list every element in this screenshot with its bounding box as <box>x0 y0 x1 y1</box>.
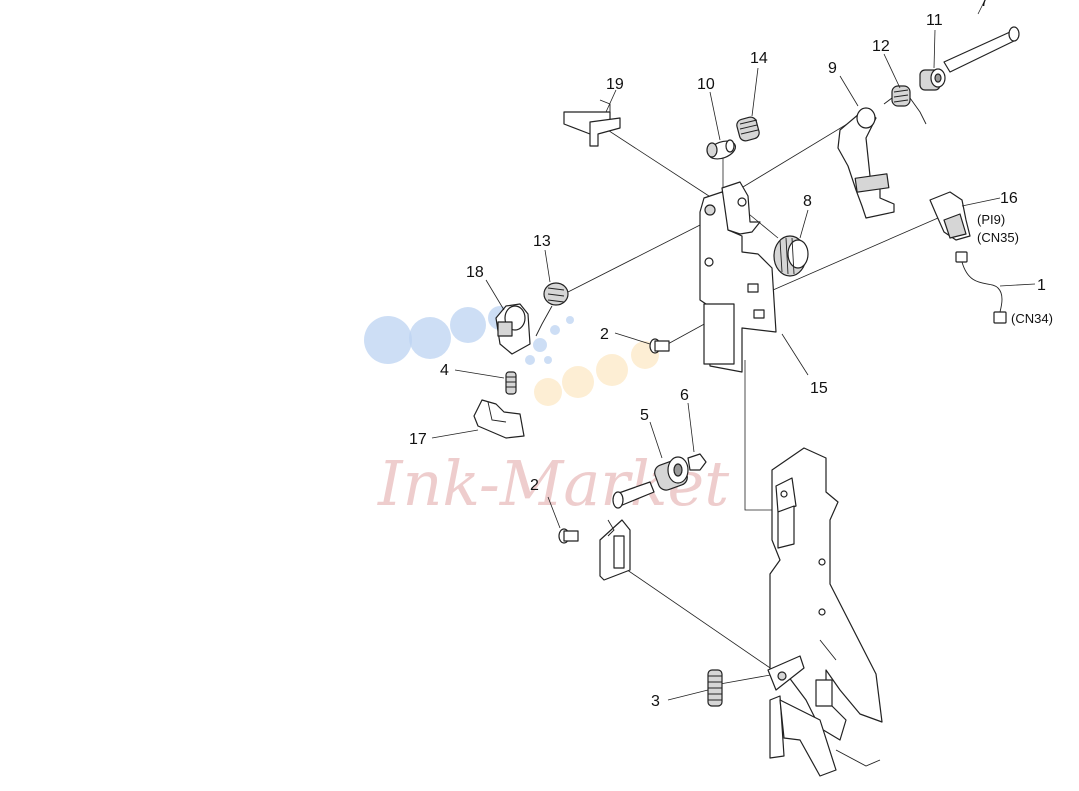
part-3-spring <box>707 669 723 707</box>
part-9-lever <box>837 107 895 219</box>
shaft-bracket <box>599 481 655 581</box>
part-16-sensor <box>929 191 971 241</box>
part-2a-screw <box>649 338 670 354</box>
part-7-shaft <box>943 26 1020 73</box>
callout-14: 14 <box>750 50 768 67</box>
connector-cn35: (CN35) <box>977 230 1019 245</box>
callout-11: 11 <box>926 12 943 29</box>
part-10-bushing <box>706 139 737 160</box>
assembly-lines <box>567 114 939 685</box>
callout-4: 4 <box>440 362 449 379</box>
lower-frame <box>767 447 883 777</box>
part-14-spring <box>736 116 760 142</box>
callout-2-upper: 2 <box>600 326 609 343</box>
connector-labels: (PI9) (CN35) (CN34) <box>977 212 1053 326</box>
callout-7: 7 <box>980 0 989 10</box>
callout-labels: 1 2 2 3 4 5 6 7 8 9 10 11 12 13 14 15 16… <box>409 0 1046 710</box>
part-1-harness <box>955 251 1007 324</box>
part-4-spring <box>505 371 517 395</box>
callout-8: 8 <box>803 193 812 210</box>
part-8-gear <box>773 235 809 277</box>
callout-17: 17 <box>409 431 427 448</box>
part-17-clip <box>473 399 525 439</box>
part-19-bracket <box>563 99 621 147</box>
callout-13: 13 <box>533 233 551 250</box>
part-11-gear <box>919 68 946 91</box>
part-6-e-ring <box>687 453 707 471</box>
callout-16: 16 <box>1000 190 1018 207</box>
callout-1: 1 <box>1037 277 1046 294</box>
callout-2-lower: 2 <box>530 477 539 494</box>
part-13-spring <box>535 282 569 337</box>
callout-12: 12 <box>872 38 890 55</box>
callout-leaders <box>431 1 1036 701</box>
callout-3: 3 <box>651 693 660 710</box>
callout-15: 15 <box>810 380 828 397</box>
part-18-holder <box>495 303 531 355</box>
connector-pi9: (PI9) <box>977 212 1005 227</box>
callout-9: 9 <box>828 60 837 77</box>
callout-5: 5 <box>640 407 649 424</box>
part-5-roller <box>654 456 689 491</box>
part-12-spring <box>883 85 927 125</box>
callout-19: 19 <box>606 76 624 93</box>
connector-cn34: (CN34) <box>1011 311 1053 326</box>
part-2b-screw <box>558 528 579 544</box>
callout-10: 10 <box>697 76 715 93</box>
part-15-main-plate <box>699 181 777 373</box>
callout-18: 18 <box>466 264 484 281</box>
callout-6: 6 <box>680 387 689 404</box>
